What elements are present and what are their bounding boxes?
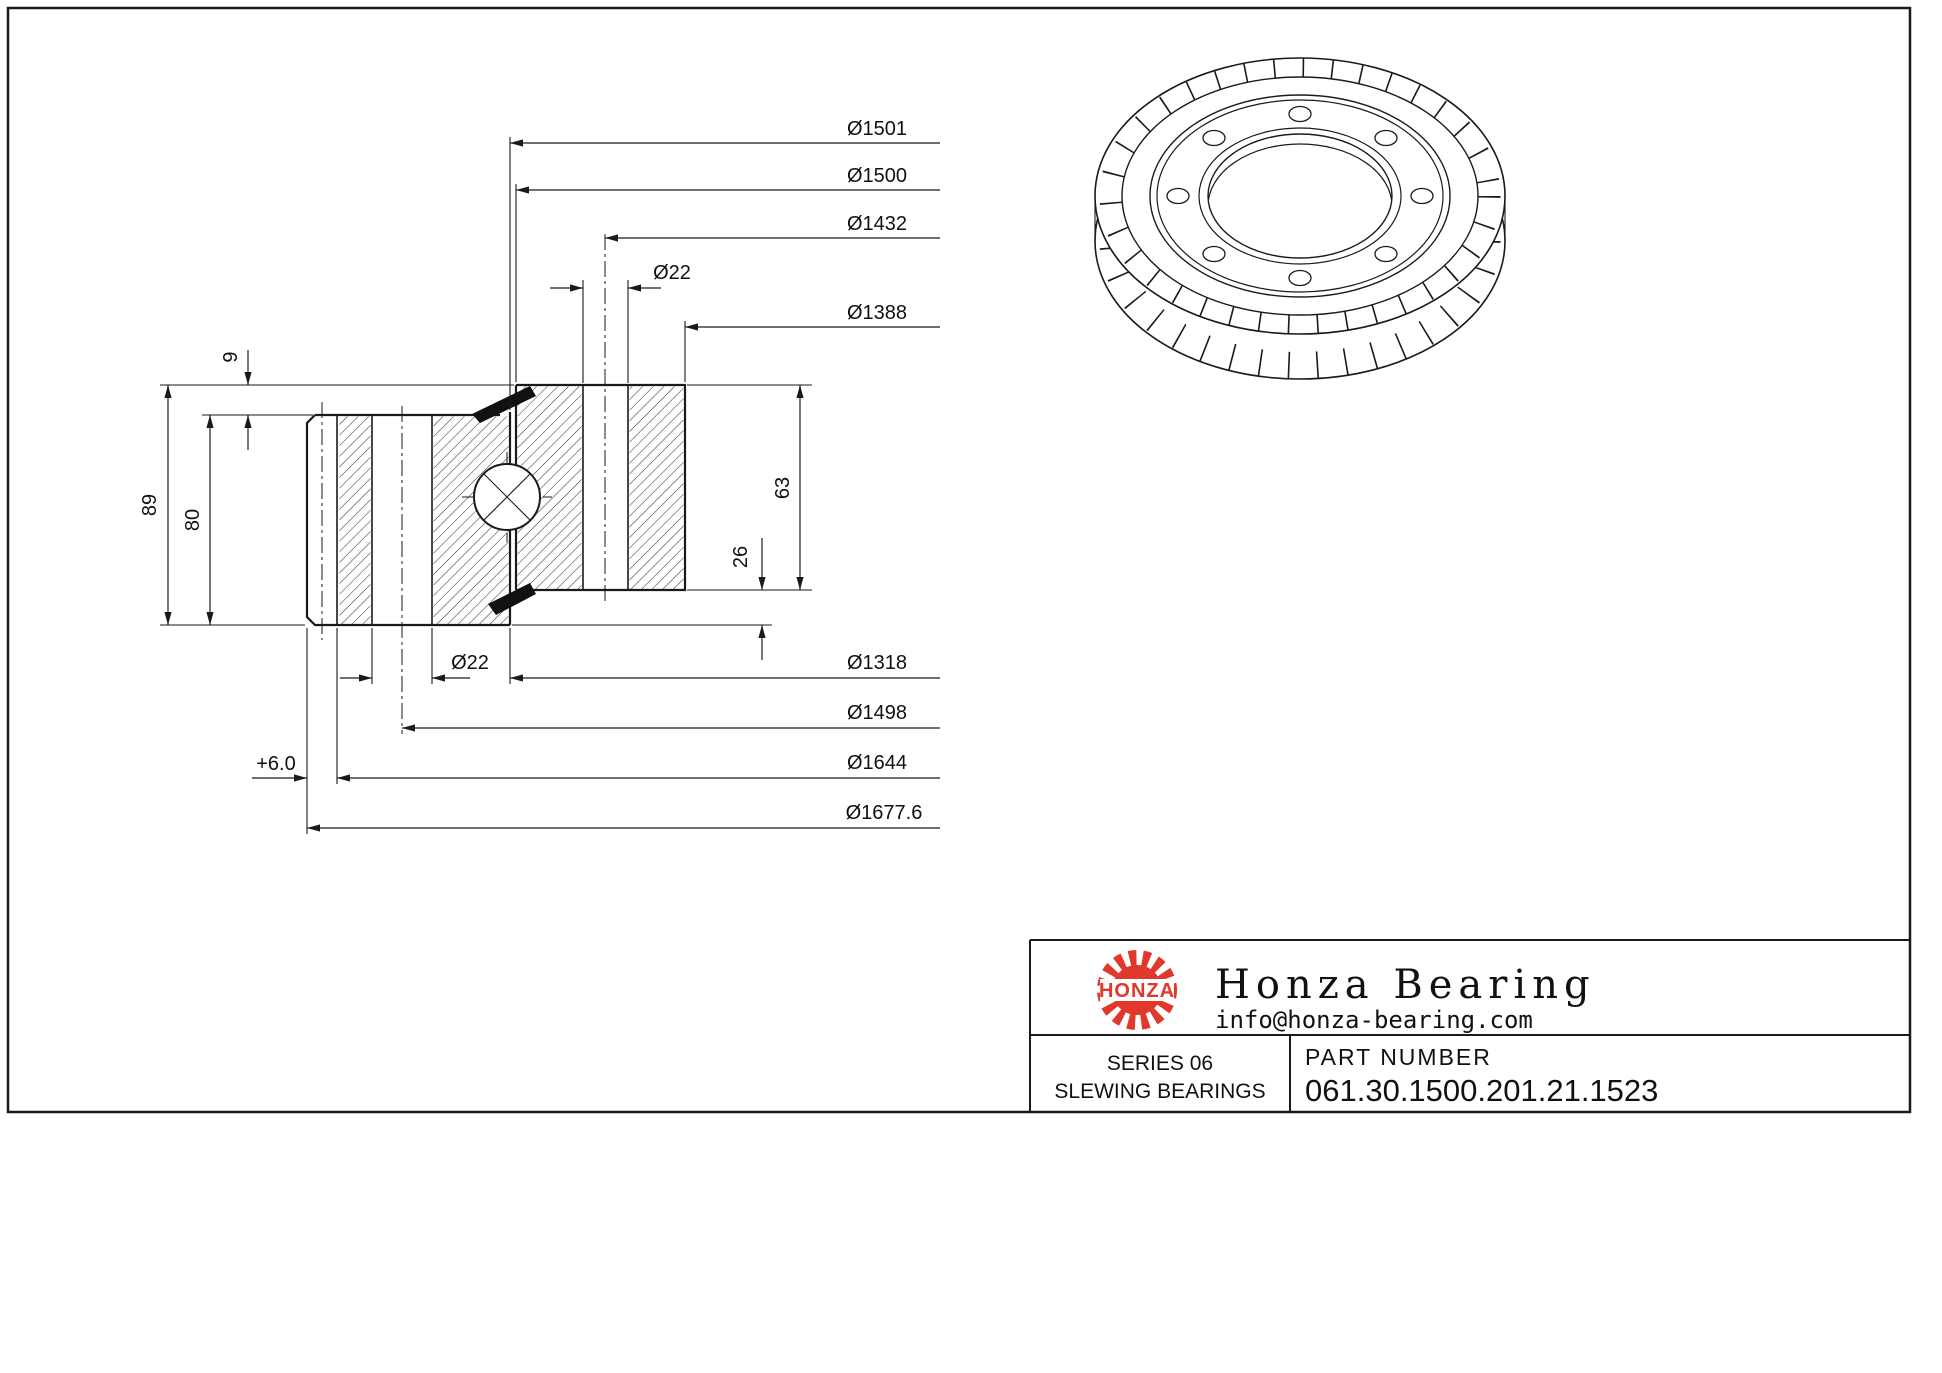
dim-label-1644: Ø1644 <box>847 752 907 774</box>
dim-label-80: 80 <box>182 509 204 531</box>
company-name: Honza Bearing <box>1215 962 1596 1008</box>
dim-label-plus6: +6.0 <box>256 753 295 775</box>
top-seal <box>472 386 536 423</box>
sheet-frame <box>6 6 1912 1114</box>
bearing-ball <box>473 463 541 531</box>
dim-label-1677: Ø1677.6 <box>846 802 923 824</box>
cross-section-view <box>305 234 687 734</box>
dim-label-22-bottom: Ø22 <box>451 652 489 674</box>
geared-ring-section <box>305 412 512 627</box>
gear-bolt-holes <box>1166 105 1434 287</box>
gear-inner-ring <box>1149 94 1451 298</box>
series-label: SERIES 06 <box>1107 1052 1213 1075</box>
dimension-labels: Ø1501 Ø1500 Ø1432 Ø22 Ø1388 Ø22 Ø1318 Ø1… <box>139 118 922 824</box>
gear-teeth <box>1099 58 1501 334</box>
dimension-annotations: Ø1501 Ø1500 Ø1432 Ø22 Ø1388 Ø22 Ø1318 Ø1… <box>139 118 940 834</box>
bottom-seal <box>488 583 536 615</box>
dim-label-63: 63 <box>772 477 794 499</box>
dim-label-1318: Ø1318 <box>847 652 907 674</box>
dim-label-1388: Ø1388 <box>847 302 907 324</box>
dim-label-1498: Ø1498 <box>847 702 907 724</box>
logo-text: HONZA <box>1099 980 1175 1002</box>
dim-label-1500: Ø1500 <box>847 165 907 187</box>
series-sublabel: SLEWING BEARINGS <box>1054 1080 1265 1103</box>
dim-label-9: 9 <box>220 351 242 362</box>
dim-label-26: 26 <box>730 546 752 568</box>
part-number-label: PART NUMBER <box>1305 1044 1492 1070</box>
title-block: HONZA Honza Bearing info@honza-bearing.c… <box>1029 939 1910 1112</box>
dim-label-1501: Ø1501 <box>847 118 907 140</box>
dim-label-22-top: Ø22 <box>653 262 691 284</box>
company-email: info@honza-bearing.com <box>1215 1006 1533 1034</box>
part-number-value: 061.30.1500.201.21.1523 <box>1305 1073 1658 1108</box>
gear-isometric-view <box>1094 57 1506 380</box>
dim-label-89: 89 <box>139 494 161 516</box>
dim-label-1432: Ø1432 <box>847 213 907 235</box>
dimension-lines <box>164 139 940 832</box>
extension-lines <box>160 137 812 834</box>
gear-bore <box>1207 133 1393 259</box>
company-logo: HONZA <box>1097 950 1177 1030</box>
